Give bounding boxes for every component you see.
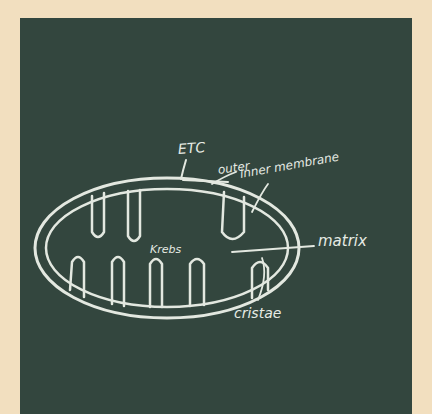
part-label: ETC: [178, 140, 206, 156]
crista-fold: [92, 193, 104, 237]
process-label: Krebs: [150, 244, 181, 255]
leader-line: [232, 246, 314, 252]
crista-fold: [112, 257, 124, 306]
leader-line: [181, 160, 186, 179]
crista-fold: [128, 190, 140, 241]
crista-fold: [190, 259, 204, 306]
part-label: cristae: [234, 306, 281, 320]
leader-line: [252, 184, 268, 212]
crista-fold: [222, 192, 244, 239]
inner-membrane: [46, 189, 288, 307]
leader-line: [258, 258, 264, 300]
outer-membrane: [35, 178, 299, 318]
leader-line: [183, 180, 228, 182]
part-label: matrix: [318, 234, 367, 249]
chalkboard: [20, 18, 412, 414]
crista-fold: [70, 257, 84, 297]
crista-fold: [150, 259, 162, 307]
